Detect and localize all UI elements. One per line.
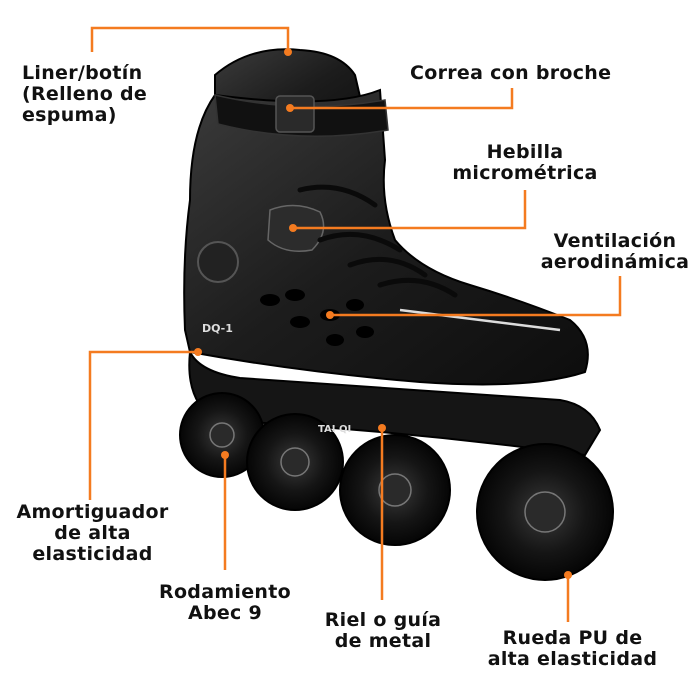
wheels — [179, 392, 614, 581]
label-shock: Amortiguador de alta elasticidad — [16, 501, 169, 565]
wheel-hub-4 — [524, 491, 566, 533]
label-bearing: Rodamiento Abec 9 — [159, 581, 291, 624]
leader-strap — [290, 88, 514, 110]
laces — [297, 184, 458, 298]
model-marking: DQ-1 — [202, 322, 233, 335]
label-strap: Correa con broche — [410, 62, 612, 84]
leader-liner — [90, 26, 290, 52]
wheel-hub-1 — [209, 422, 235, 448]
wheel-hub-3 — [378, 473, 412, 507]
leader-shock — [88, 350, 198, 500]
label-liner: Liner/botín (Relleno de espuma) — [22, 62, 148, 126]
leader-ventilation — [330, 276, 622, 317]
leader-dots — [194, 48, 572, 579]
leader-lines — [88, 26, 622, 622]
leader-buckle — [293, 190, 527, 230]
ankle-pivot — [197, 241, 239, 283]
wheel-hub-2 — [280, 447, 310, 477]
label-buckle: Hebilla micrométrica — [452, 141, 598, 184]
label-ventilation: Ventilación aerodinámica — [540, 230, 690, 273]
toe-highlight — [399, 308, 561, 332]
boot-shell — [183, 88, 589, 386]
label-wheel: Rueda PU de alta elasticidad — [487, 627, 658, 670]
ventilation-holes — [260, 289, 374, 346]
label-rail: Riel o guía de metal — [324, 609, 442, 652]
strap-clip — [275, 95, 315, 133]
brand-marking: TAI QI — [318, 424, 351, 435]
